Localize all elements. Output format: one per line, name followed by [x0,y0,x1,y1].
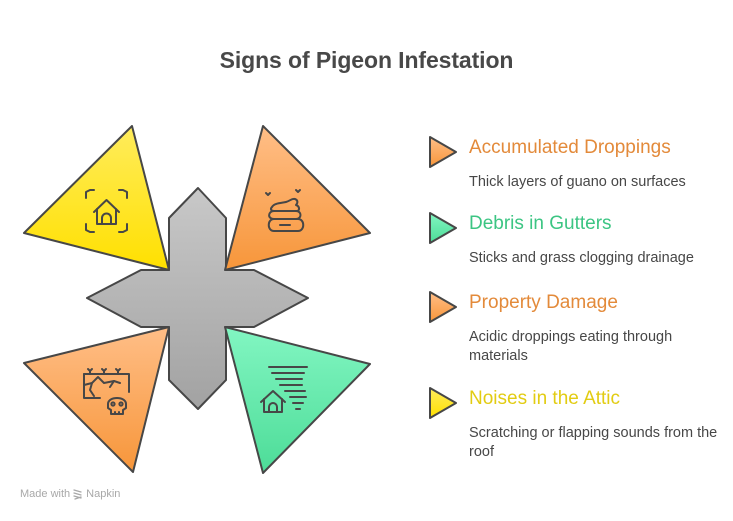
item-description: Acidic droppings eating through material… [469,329,673,364]
triangle-bullet-icon [429,387,457,419]
triangle-bullet-icon [429,291,457,323]
triangle-bullet-icon [429,212,457,244]
napkin-brand-label: Napkin [86,488,121,500]
segment-bottom-right[interactable] [224,326,371,474]
item-heading: Property Damage [469,292,618,313]
item-heading: Accumulated Droppings [469,137,671,158]
center-shape [86,187,309,410]
napkin-logo-icon [73,488,82,500]
made-with-label: Made with [20,488,71,500]
house-wind-noise-icon [260,366,308,413]
segment-top-left[interactable] [23,125,170,271]
item-description: Scratching or flapping sounds from the r… [469,425,718,460]
item-heading: Debris in Gutters [469,213,612,234]
house-inspection-icon [85,189,128,233]
footer-attribution[interactable]: Made with Napkin [20,488,120,500]
item-description: Thick layers of guano on surfaces [469,174,686,190]
cracked-wall-skull-icon [83,368,130,415]
triangle-bullet-icon [429,136,457,168]
item-heading: Noises in the Attic [469,388,621,409]
segment-triangle-orange [224,125,371,271]
segment-triangle-orange [23,326,170,473]
page-title: Signs of Pigeon Infestation [219,47,514,73]
segment-bottom-left[interactable] [23,326,170,473]
segment-triangle-yellow [23,125,170,271]
droppings-icon [265,189,305,232]
segment-top-right[interactable] [224,125,371,271]
segment-triangle-green [224,326,371,474]
item-description: Sticks and grass clogging drainage [469,250,694,266]
